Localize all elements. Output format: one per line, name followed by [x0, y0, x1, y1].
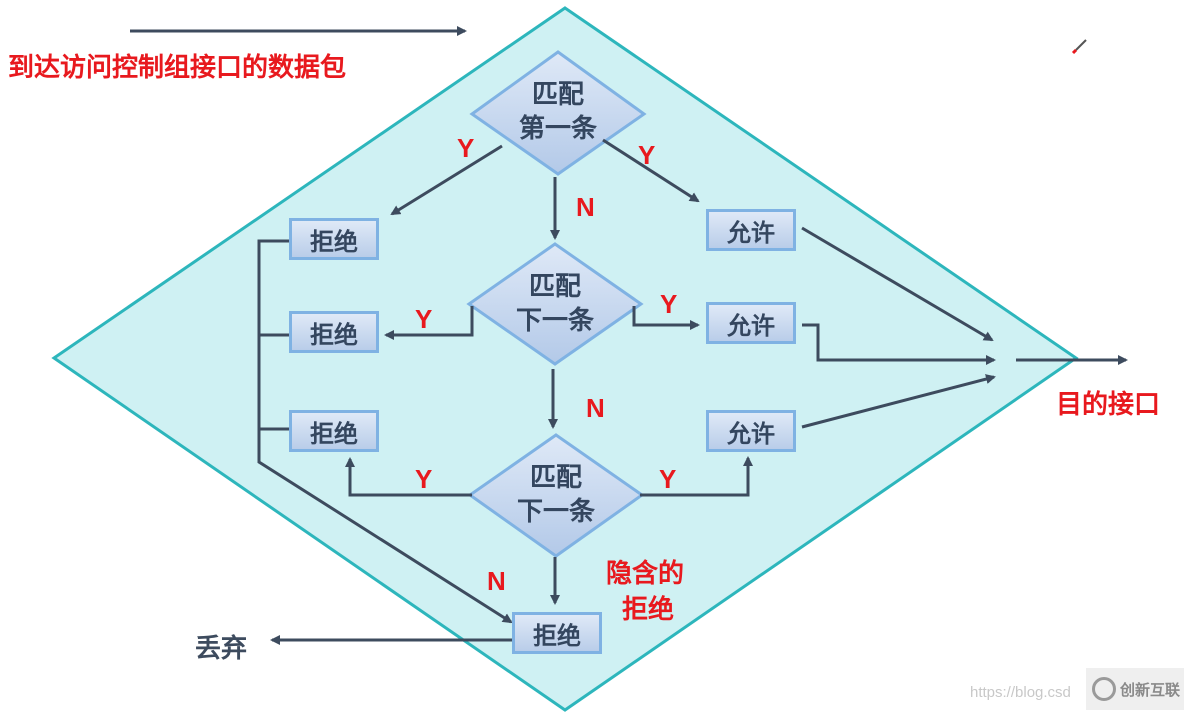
decision-diamond-3: [467, 433, 645, 558]
decision-2-text: 匹配 下一条: [480, 270, 630, 338]
permit-box-2: 允许: [706, 302, 796, 344]
yes-label-d3-right: Y: [659, 464, 677, 494]
arrow-d3-deny: [345, 457, 472, 497]
no-label-d1: N: [576, 192, 595, 222]
arrow-d1-deny: [390, 144, 503, 216]
no-label-d3: N: [487, 566, 506, 596]
decision-3-line1: 匹配: [529, 463, 582, 493]
discard-label: 丢弃: [195, 634, 248, 664]
logo-name: 创新互联: [1120, 680, 1181, 699]
watermark-url: https://blog.csd: [970, 684, 1071, 701]
deny-box-3: 拒绝: [289, 410, 379, 452]
permit-box-3: 允许: [706, 410, 796, 452]
arrow-permit3-dest: [801, 374, 996, 429]
deny-box-implicit: 拒绝: [512, 612, 602, 654]
arrow-permit2-dest: [802, 323, 996, 365]
decision-1-text: 匹配 第一条: [483, 78, 633, 146]
decision-3-text: 匹配 下一条: [481, 461, 631, 529]
yes-label-d1-right: Y: [638, 140, 656, 170]
page-title: 到达访问控制组接口的数据包: [8, 53, 347, 83]
decision-2-line1: 匹配: [528, 272, 581, 302]
arrow-d2-permit: [632, 306, 700, 330]
watermark-logo: 创新互联: [1086, 668, 1184, 710]
yes-label-d2-right: Y: [660, 289, 678, 319]
arrow-d2-deny: [384, 306, 474, 340]
arrow-d3-permit: [640, 456, 753, 497]
yes-label-d3-left: Y: [415, 464, 433, 494]
decision-1-line2: 第一条: [518, 114, 597, 144]
decision-3-line2: 下一条: [516, 497, 595, 527]
pencil-icon: [1071, 39, 1087, 55]
decision-diamond-1: [469, 50, 647, 176]
decision-diamond-2: [466, 242, 644, 366]
background-diamond: [51, 6, 1079, 712]
arrow-d1-permit: [602, 138, 700, 203]
yes-label-d1-left: Y: [457, 133, 475, 163]
deny-collector-line: [257, 239, 513, 624]
destination-label: 目的接口: [1056, 390, 1161, 420]
yes-label-d2-left: Y: [415, 304, 433, 334]
no-label-d2: N: [586, 393, 605, 423]
logo-icon: [1092, 677, 1116, 701]
implicit-deny-label-line1: 隐含的: [606, 559, 685, 589]
decision-1-line1: 匹配: [531, 80, 584, 110]
arrow-permit1-dest: [801, 226, 994, 342]
deny-box-1: 拒绝: [289, 218, 379, 260]
deny-box-2: 拒绝: [289, 311, 379, 353]
permit-box-1: 允许: [706, 209, 796, 251]
implicit-deny-label-line2: 拒绝: [622, 595, 675, 625]
decision-2-line2: 下一条: [515, 306, 594, 336]
